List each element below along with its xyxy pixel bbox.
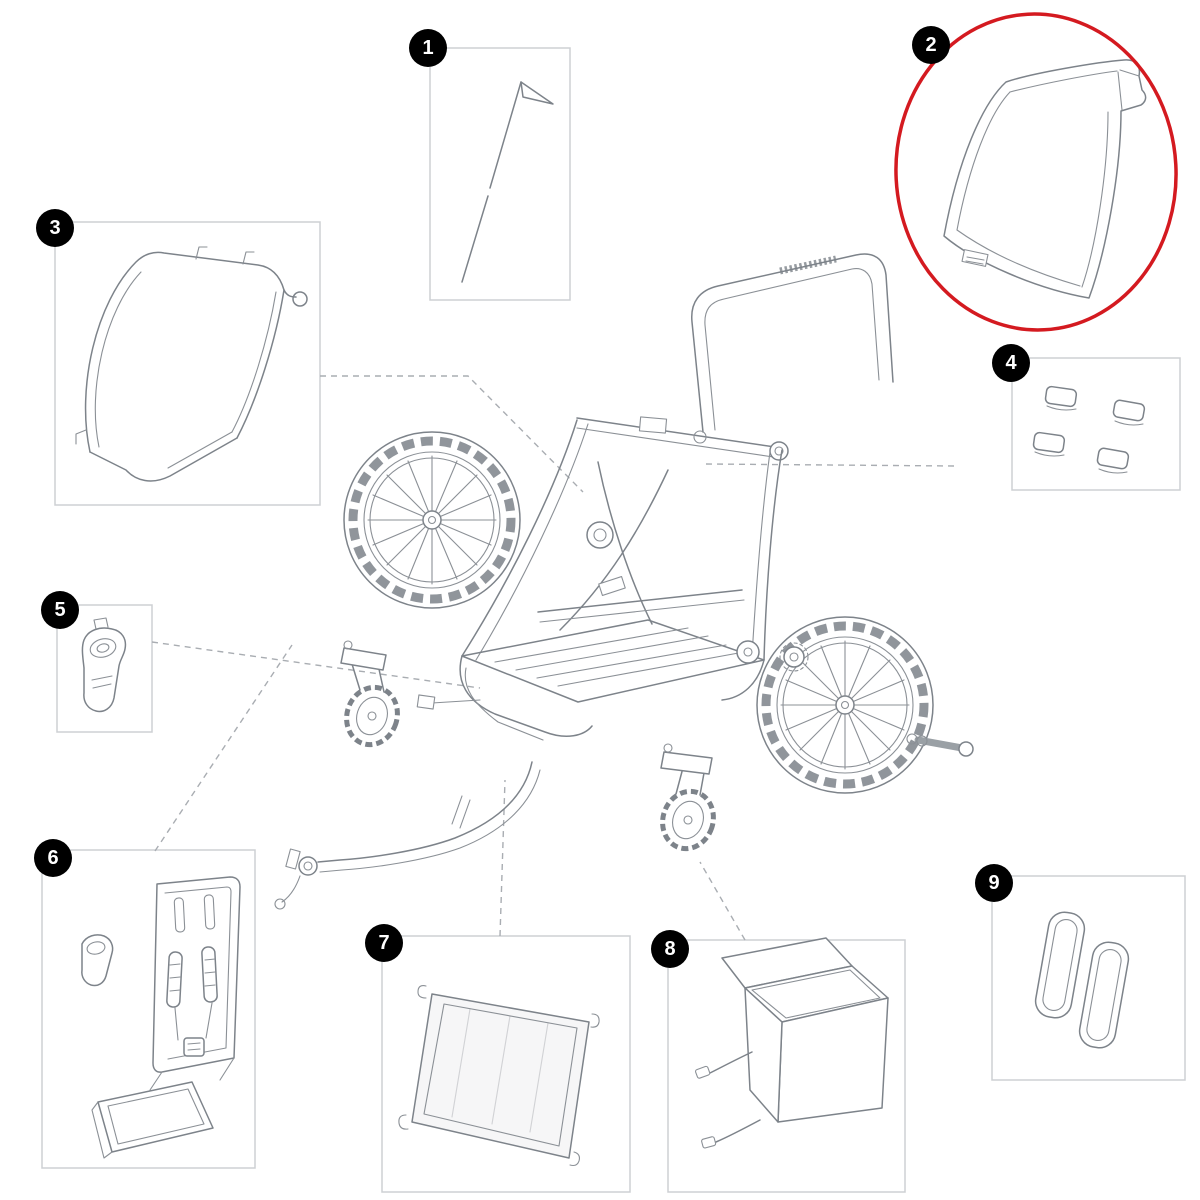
part-box-frames: [41, 47, 1186, 1193]
front-caster-left: [340, 640, 400, 748]
latch: [81, 617, 127, 713]
part-badge-9: 9: [975, 864, 1013, 902]
part-badge-1: 1: [409, 29, 447, 67]
mounting-clips: [1032, 385, 1146, 474]
cover-panel: [943, 59, 1147, 299]
seat-assembly: [81, 876, 241, 1159]
connector-lines: [151, 375, 956, 941]
part-badge-7: 7: [365, 924, 403, 962]
side-pads: [1034, 911, 1130, 1049]
part-badge-5: 5: [41, 591, 79, 629]
rear-wheel-right: [756, 616, 934, 794]
part-box-3: [54, 221, 321, 506]
handlebar: [691, 253, 894, 433]
part-badge-3: 3: [36, 209, 74, 247]
part-badge-4: 4: [992, 344, 1030, 382]
axle-pin: [906, 733, 974, 757]
tow-arm: [274, 761, 541, 910]
part-badge-6: 6: [34, 839, 72, 877]
part-box-4: [1011, 357, 1181, 491]
frame: [416, 416, 809, 741]
front-caster-right: [660, 743, 716, 852]
rear-wheel-left: [343, 431, 521, 609]
safety-flag: [461, 81, 554, 283]
cargo-bag: [695, 937, 889, 1149]
part-badge-8: 8: [651, 930, 689, 968]
mesh-panel: [398, 985, 600, 1167]
canopy-frame: [75, 246, 308, 482]
trailer-assembly: [274, 253, 974, 910]
part-badge-2: 2: [912, 26, 950, 64]
part-box-1: [429, 47, 571, 301]
highlight-circle: [894, 12, 1178, 332]
